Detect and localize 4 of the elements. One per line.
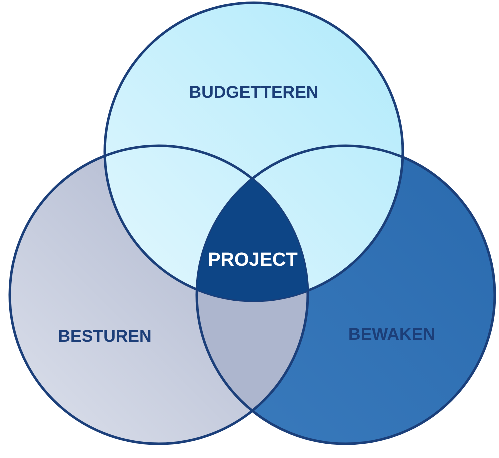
circle-label: BEWAKEN: [348, 325, 436, 345]
intersection-label: PROJECT: [208, 250, 298, 272]
circle-label: BESTUREN: [58, 327, 152, 347]
circle-label: BUDGETTEREN: [189, 83, 319, 103]
